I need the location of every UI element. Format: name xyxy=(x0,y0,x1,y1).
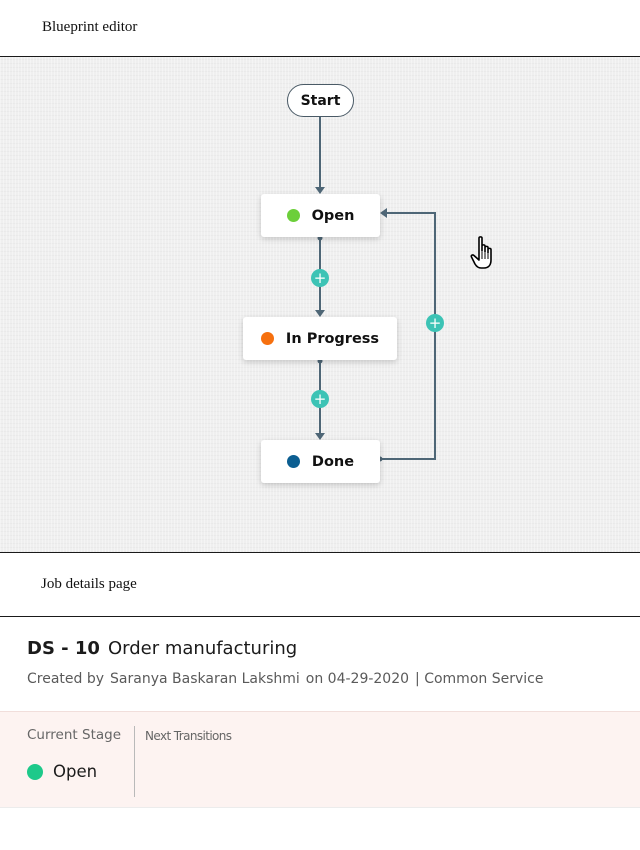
author-name: Saranya Baskaran Lakshmi xyxy=(110,671,300,687)
created-by-label: Created by xyxy=(27,671,105,687)
created-date: on 04-29-2020 xyxy=(305,671,410,687)
arrowhead xyxy=(380,208,387,218)
stage-node-in-progress[interactable]: In Progress xyxy=(243,317,397,360)
current-stage-value: Open xyxy=(53,762,98,781)
blueprint-editor-label: Blueprint editor xyxy=(42,19,138,35)
start-node[interactable]: Start xyxy=(287,84,354,117)
next-transitions-label: Next Transitions xyxy=(145,729,232,743)
current-stage-label: Current Stage xyxy=(27,727,122,743)
status-dot xyxy=(286,209,300,222)
add-transition-button[interactable]: + xyxy=(426,314,444,332)
stage-node-done[interactable]: Done xyxy=(261,440,380,483)
stage-panel: Current Stage Open Next Transitions xyxy=(0,711,640,808)
job-title: DS - 10 Order manufacturing xyxy=(27,638,297,659)
transition-connectors xyxy=(315,117,436,462)
job-details-label: Job details page xyxy=(41,576,137,592)
arrowhead xyxy=(315,187,325,194)
add-transition-button[interactable]: + xyxy=(311,269,329,287)
divider xyxy=(0,616,640,617)
panel-divider xyxy=(134,726,135,797)
stage-label: Done xyxy=(311,453,355,470)
hand-pointer-icon xyxy=(470,235,504,280)
arrowhead xyxy=(315,310,325,317)
status-dot xyxy=(260,332,274,345)
job-meta: Created by Saranya Baskaran Lakshmi on 0… xyxy=(27,671,543,687)
status-dot xyxy=(27,763,43,780)
blueprint-canvas[interactable]: Start Open + In Progress + Done + xyxy=(0,57,640,552)
job-id: DS - 10 xyxy=(27,638,100,659)
current-stage: Open xyxy=(27,762,97,781)
divider xyxy=(0,56,640,57)
divider xyxy=(0,552,640,553)
stage-label: In Progress xyxy=(285,330,380,347)
add-transition-button[interactable]: + xyxy=(311,390,329,408)
service-name: | Common Service xyxy=(415,671,544,687)
job-name: Order manufacturing xyxy=(107,638,298,659)
status-dot xyxy=(286,455,300,468)
done-to-open-line xyxy=(380,212,436,460)
stage-label: Open xyxy=(311,207,355,224)
arrowhead xyxy=(315,433,325,440)
stage-node-open[interactable]: Open xyxy=(261,194,380,237)
